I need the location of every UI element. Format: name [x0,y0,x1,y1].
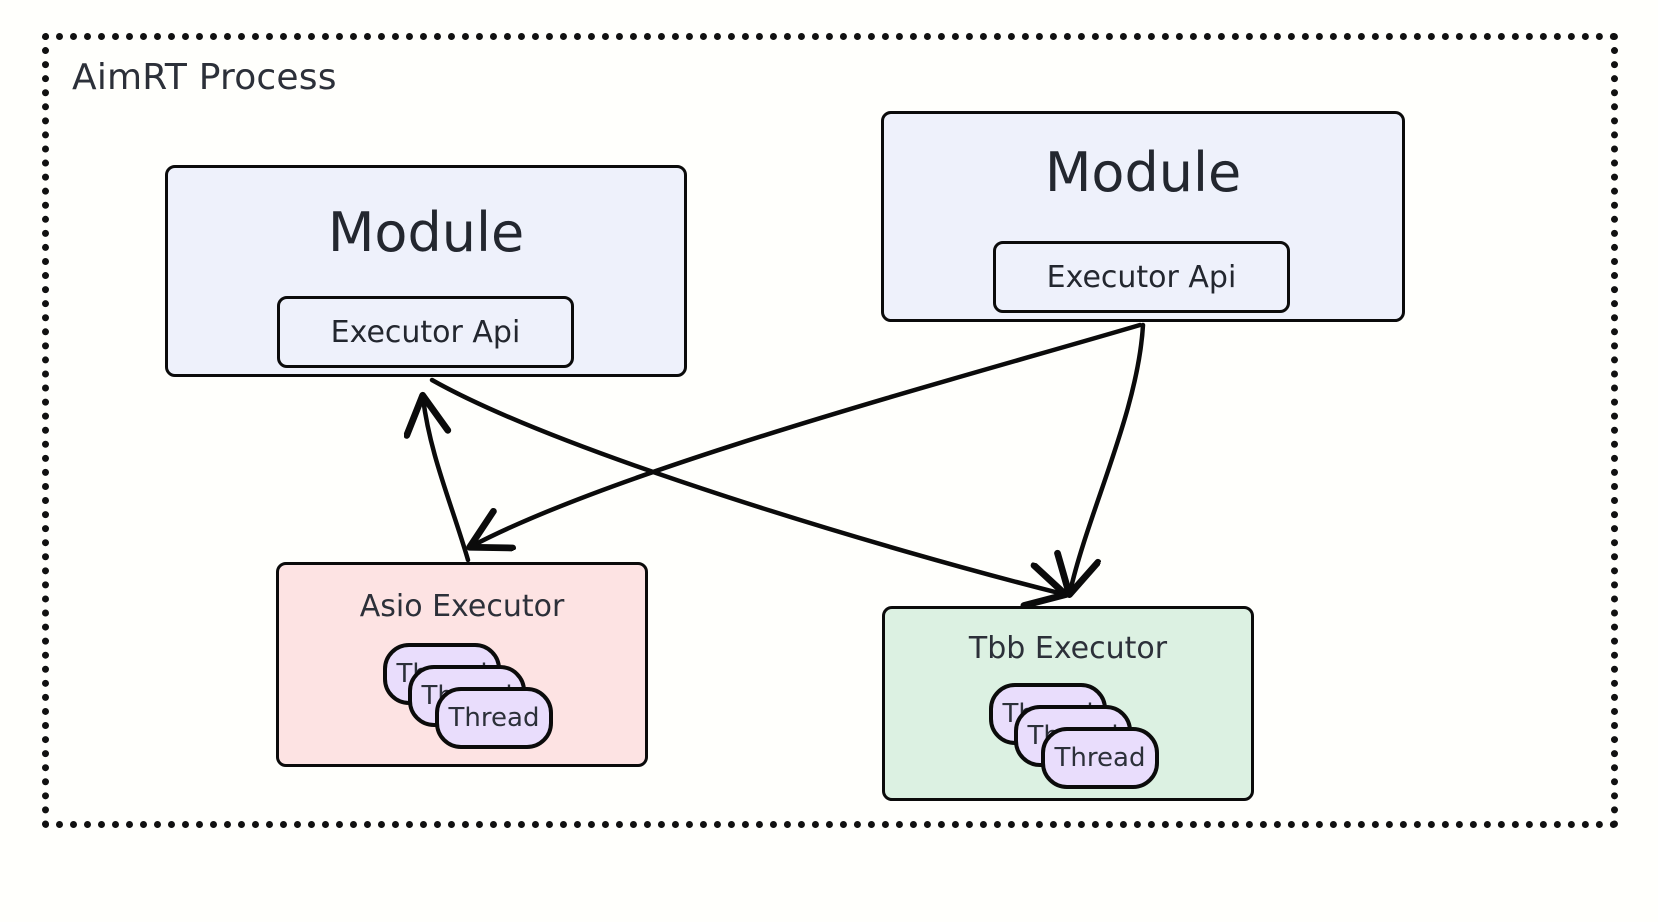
module-right[interactable]: Module [881,111,1405,322]
module-left-executor-api[interactable]: Executor Api [277,296,574,368]
module-right-executor-api-label: Executor Api [1046,259,1237,295]
tbb-executor-label: Tbb Executor [968,631,1168,666]
asio-thread-stack: Thread Thread Thread [383,643,553,753]
tbb-thread-stack: Thread Thread Thread [989,683,1159,793]
asio-executor-label: Asio Executor [359,589,565,624]
module-right-label: Module [1044,141,1242,204]
module-right-executor-api[interactable]: Executor Api [993,241,1290,313]
asio-executor[interactable]: Asio Executor Thread Thread Thread [276,562,648,767]
asio-thread-label-3: Thread [448,703,540,733]
process-title: AimRT Process [72,57,337,98]
aimrt-process-frame [42,33,1618,828]
module-left-executor-api-label: Executor Api [330,314,521,350]
module-left-label: Module [327,201,525,264]
tbb-thread-label-3: Thread [1054,743,1146,773]
asio-thread-card-3[interactable]: Thread [435,687,553,749]
tbb-thread-card-3[interactable]: Thread [1041,727,1159,789]
tbb-executor[interactable]: Tbb Executor Thread Thread Thread [882,606,1254,801]
